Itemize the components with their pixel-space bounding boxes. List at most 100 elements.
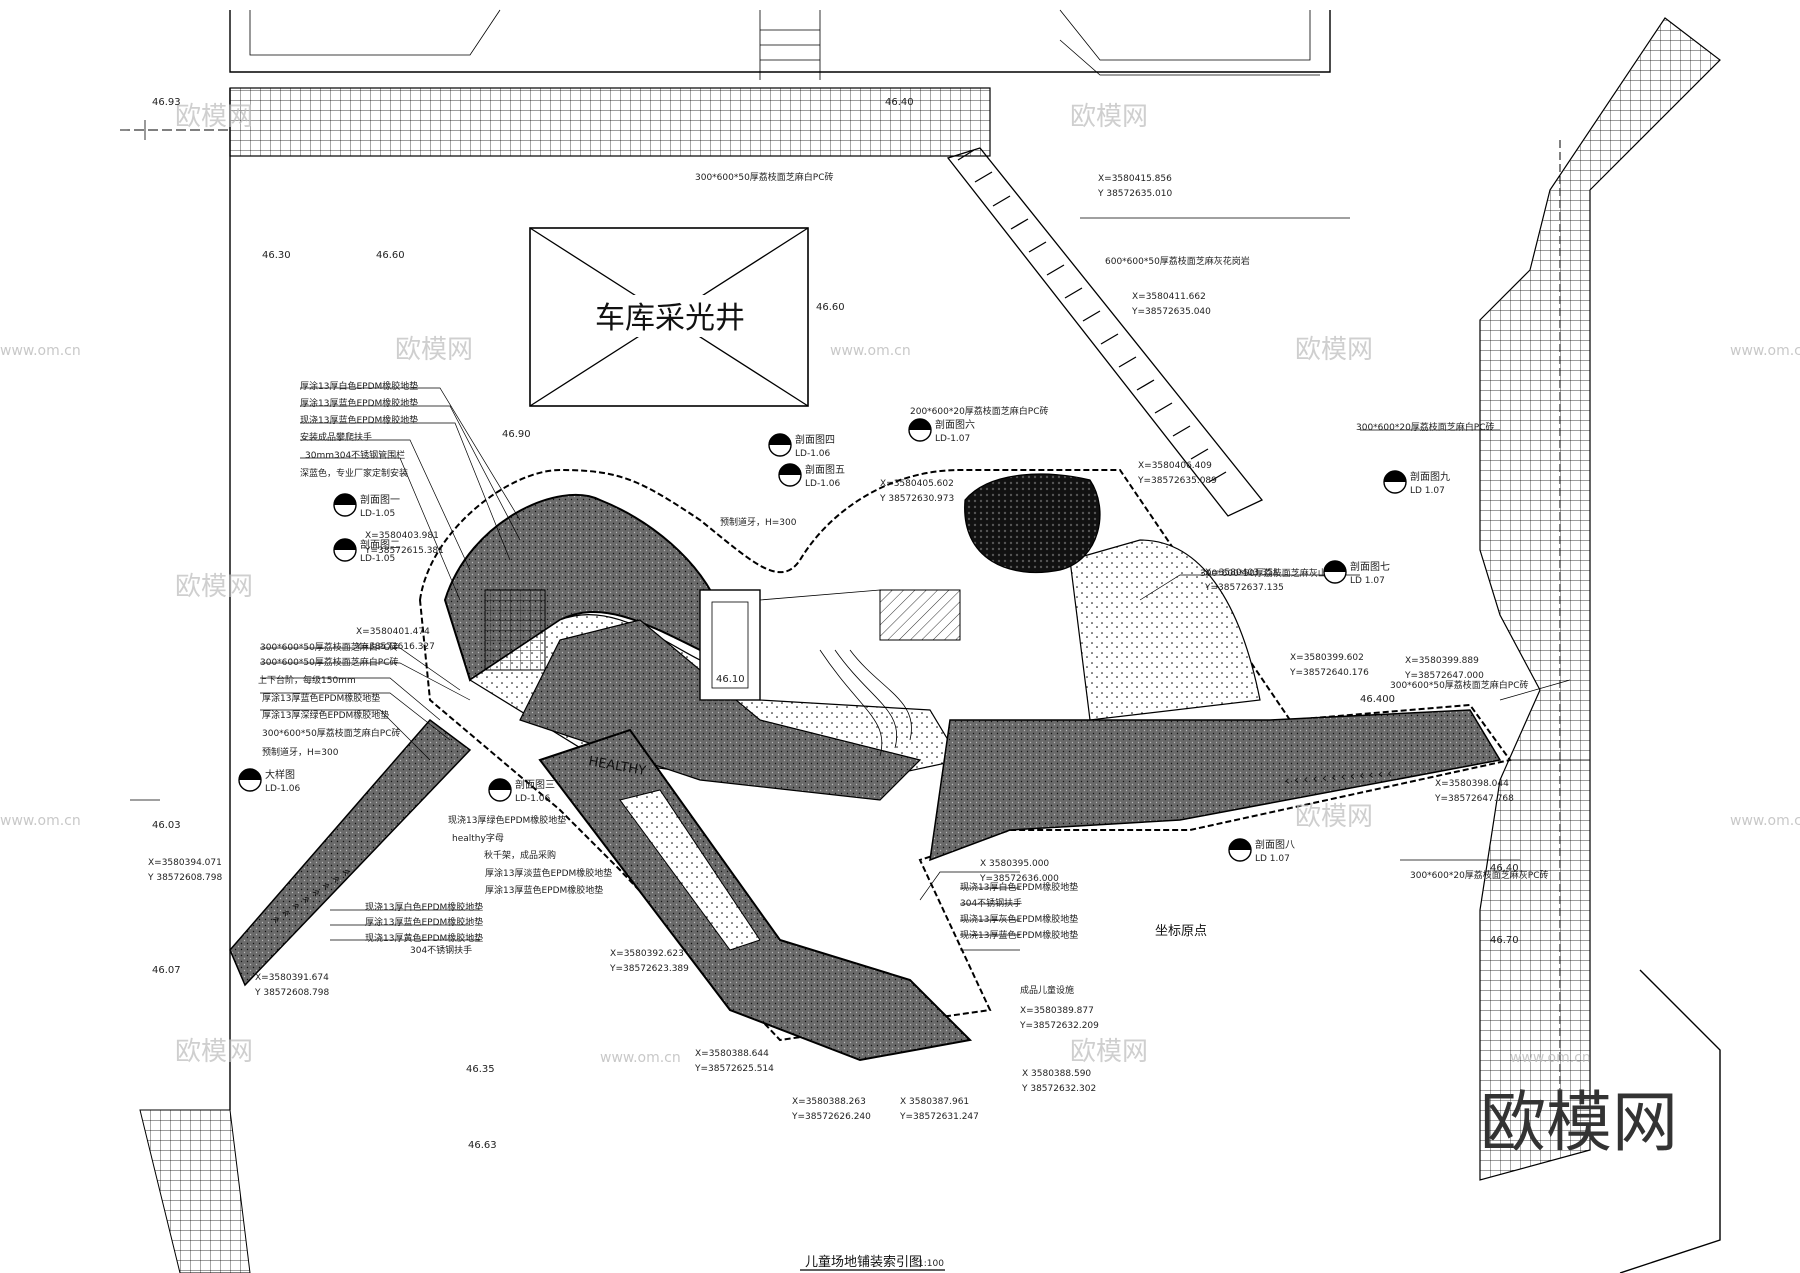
section-marker-ref: LD 1.07 [1350, 576, 1385, 586]
coordinate-label: X=3580406.409 [1138, 461, 1212, 471]
material-label: 现浇13厚黄色EPDM橡胶地垫 [365, 932, 483, 944]
section-marker [908, 418, 932, 442]
coordinate-label: X=3580394.071 [148, 858, 222, 868]
svg-text:www.om.cn: www.om.cn [0, 343, 81, 359]
bottom-left-paving [139, 1109, 251, 1273]
section-marker-label: 剖面图八 [1255, 838, 1295, 851]
material-label: 厚涂13厚淡蓝色EPDM橡胶地垫 [485, 867, 612, 879]
section-marker [1228, 838, 1252, 862]
coordinate-label: Y=38572616.327 [355, 642, 435, 652]
coordinate-label: X=3580388.644 [695, 1049, 769, 1059]
section-marker [333, 493, 357, 517]
elevation-label: 46.40 [885, 97, 914, 108]
section-marker [778, 463, 802, 487]
section-marker-label: 大样图 [265, 768, 295, 781]
section-marker-ref: LD-1.06 [515, 794, 551, 804]
elevation-label: 46.40 [1490, 863, 1519, 874]
svg-text:欧模网: 欧模网 [175, 1037, 253, 1067]
material-label: 现浇13厚绿色EPDM橡胶地垫 [448, 814, 566, 826]
section-marker-label: 剖面图四 [795, 433, 835, 446]
coordinate-label: Y=38572632.209 [1019, 1021, 1099, 1031]
section-marker [768, 433, 792, 457]
section-marker-label: 剖面图九 [1410, 470, 1450, 483]
section-marker-label: 剖面图三 [515, 778, 555, 791]
elevation-label: 46.400 [1360, 694, 1395, 705]
section-marker-ref: LD 1.07 [1410, 486, 1445, 496]
material-label: 30mm304不锈钢管围栏 [305, 449, 405, 461]
svg-text:www.om.cn: www.om.cn [1510, 1050, 1591, 1066]
coordinate-label: X=3580391.674 [255, 973, 329, 983]
svg-text:欧模网: 欧模网 [1070, 1037, 1148, 1067]
material-label: 厚涂13厚蓝色EPDM橡胶地垫 [485, 884, 603, 896]
coordinate-label: Y=38572615.381 [364, 546, 444, 556]
coordinate-label: Y=38572623.389 [609, 964, 689, 974]
section-marker [1323, 560, 1347, 584]
coordinate-label: X=3580401.474 [356, 627, 430, 637]
material-label: 预制道牙，H=300 [262, 746, 339, 758]
material-label: 600*600*50厚荔枝面芝麻灰花岗岩 [1105, 255, 1250, 267]
svg-text:欧模网: 欧模网 [395, 335, 473, 365]
material-label: 现浇13厚蓝色EPDM橡胶地垫 [960, 929, 1078, 941]
material-label: 300*600*50厚荔枝面芝麻灰山西黑 [1200, 567, 1345, 579]
coordinate-label: X=3580403.351 [1205, 568, 1279, 578]
svg-text:欧模网: 欧模网 [1070, 102, 1148, 132]
elevation-label: 46.03 [152, 820, 181, 831]
coordinate-label: X=3580415.856 [1098, 174, 1172, 184]
coordinate-label: Y=38572635.040 [1131, 307, 1211, 317]
elevation-label: 46.30 [262, 250, 291, 261]
svg-text:www.om.cn: www.om.cn [1730, 343, 1800, 359]
svg-text:www.om.cn: www.om.cn [1730, 813, 1800, 829]
elevation-label: 46.35 [466, 1064, 495, 1075]
coordinate-label: Y=38572640.176 [1289, 668, 1369, 678]
material-label: 现浇13厚白色EPDM橡胶地垫 [960, 881, 1078, 893]
coordinate-label: X=3580398.044 [1435, 779, 1509, 789]
coordinate-label: X 3580395.000 [980, 859, 1049, 869]
material-label: 300*600*20厚荔枝面芝麻白PC砖 [1356, 421, 1495, 433]
material-label: healthy字母 [452, 832, 504, 844]
material-label: 成品儿童设施 [1020, 984, 1074, 996]
section-markers: 剖面图一LD-1.05剖面图二LD-1.05剖面图三LD-1.06剖面图四LD-… [238, 418, 1450, 864]
material-label: 304不锈钢扶手 [410, 944, 472, 956]
coordinate-label: Y 38572632.302 [1021, 1084, 1096, 1094]
material-label: 300*600*50厚荔枝面芝麻白PC砖 [695, 171, 834, 183]
section-marker-ref: LD-1.07 [935, 434, 970, 444]
leader-lines [130, 217, 1520, 951]
coordinate-label: X=3580403.981 [365, 531, 439, 541]
elevation-label: 46.70 [1490, 935, 1519, 946]
drawing-title: 儿童场地铺装索引图 [805, 1254, 922, 1270]
section-marker-ref: LD-1.05 [360, 509, 395, 519]
section-marker-label: 剖面图五 [805, 463, 845, 476]
coordinate-label: Y=38572626.240 [791, 1112, 871, 1122]
svg-text:欧模网: 欧模网 [1295, 335, 1373, 365]
coordinate-label: Y=38572636.000 [979, 874, 1059, 884]
coordinate-label: Y 38572635.010 [1097, 189, 1172, 199]
coordinate-label: Y=38572647.000 [1404, 671, 1484, 681]
material-label: 厚涂13厚蓝色EPDM橡胶地垫 [365, 916, 483, 928]
coordinate-label: Y=38572635.089 [1137, 476, 1217, 486]
material-label: 秋千架，成品采购 [484, 849, 556, 861]
elevation-label: 46.93 [152, 97, 181, 108]
coordinate-label: Y 38572630.973 [879, 494, 954, 504]
coordinate-label: X=3580399.889 [1405, 656, 1479, 666]
coordinate-label: Y=38572637.135 [1204, 583, 1284, 593]
material-label: 安装成品攀爬扶手 [300, 431, 372, 443]
elevation-label: 46.07 [152, 965, 181, 976]
section-marker-ref: LD-1.06 [805, 479, 841, 489]
section-marker [1383, 470, 1407, 494]
svg-text:欧模网: 欧模网 [175, 572, 253, 602]
material-label: 304不锈钢扶手 [960, 897, 1022, 909]
diagonal-tile-path [946, 147, 1264, 517]
coordinate-label: Y=38572647.768 [1434, 794, 1514, 804]
right-paving-band [1479, 17, 1721, 1273]
section-marker-ref: LD 1.07 [1255, 854, 1290, 864]
elevation-label: 46.60 [816, 302, 845, 313]
coordinate-label: X=3580399.602 [1290, 653, 1364, 663]
section-marker [238, 768, 262, 792]
coordinate-label: X=3580388.263 [792, 1097, 866, 1107]
section-marker [333, 538, 357, 562]
section-marker-label: 剖面图七 [1350, 560, 1390, 573]
origin-label: 坐标原点 [1155, 924, 1207, 939]
material-label: 300*600*50厚荔枝面芝麻白PC砖 [260, 656, 399, 668]
elevation-label: 46.63 [468, 1140, 497, 1151]
